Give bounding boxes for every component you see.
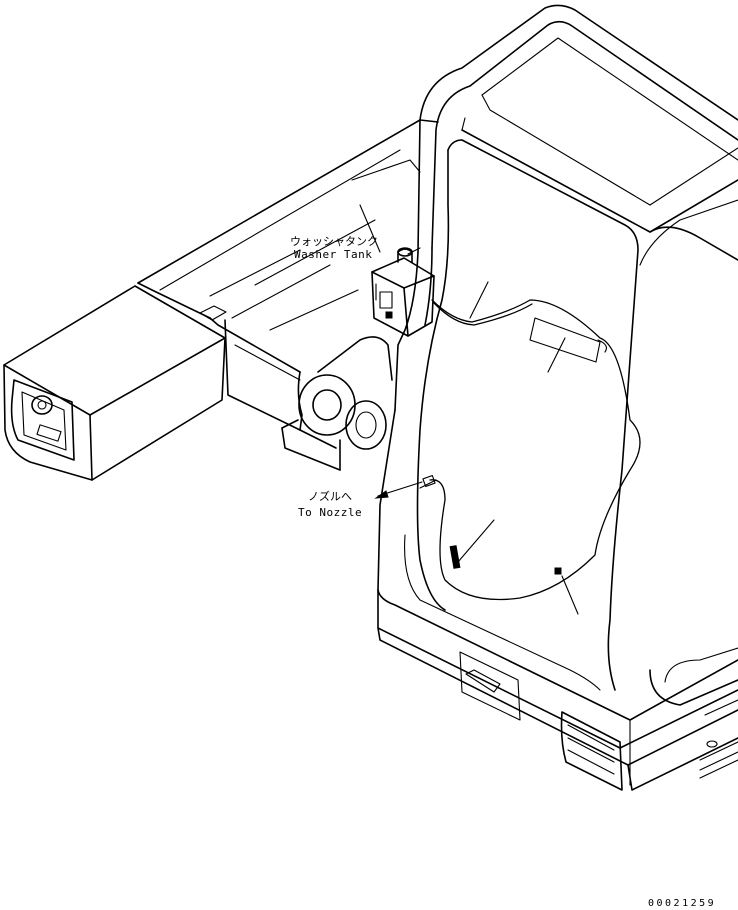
- chassis-beam: [137, 119, 439, 431]
- washer-tank-label-jp: ウォッシャタンク: [290, 235, 378, 248]
- nozzle-label-jp: ノズルへ: [308, 489, 352, 503]
- front-box: [3, 285, 227, 481]
- washer-tank: [371, 247, 435, 337]
- leader-lines: [359, 204, 579, 615]
- cab: [377, 4, 738, 791]
- callout-to-nozzle: ノズルへ To Nozzle: [298, 489, 362, 519]
- washer-hose: [419, 299, 641, 601]
- hinge-bracket: [281, 336, 393, 471]
- nozzle-label-en: To Nozzle: [298, 506, 362, 519]
- washer-tank-label-en: Washer Tank: [294, 248, 372, 261]
- drawing-number: 00021259: [648, 898, 716, 909]
- callout-washer-tank: ウォッシャタンク Washer Tank: [290, 235, 378, 261]
